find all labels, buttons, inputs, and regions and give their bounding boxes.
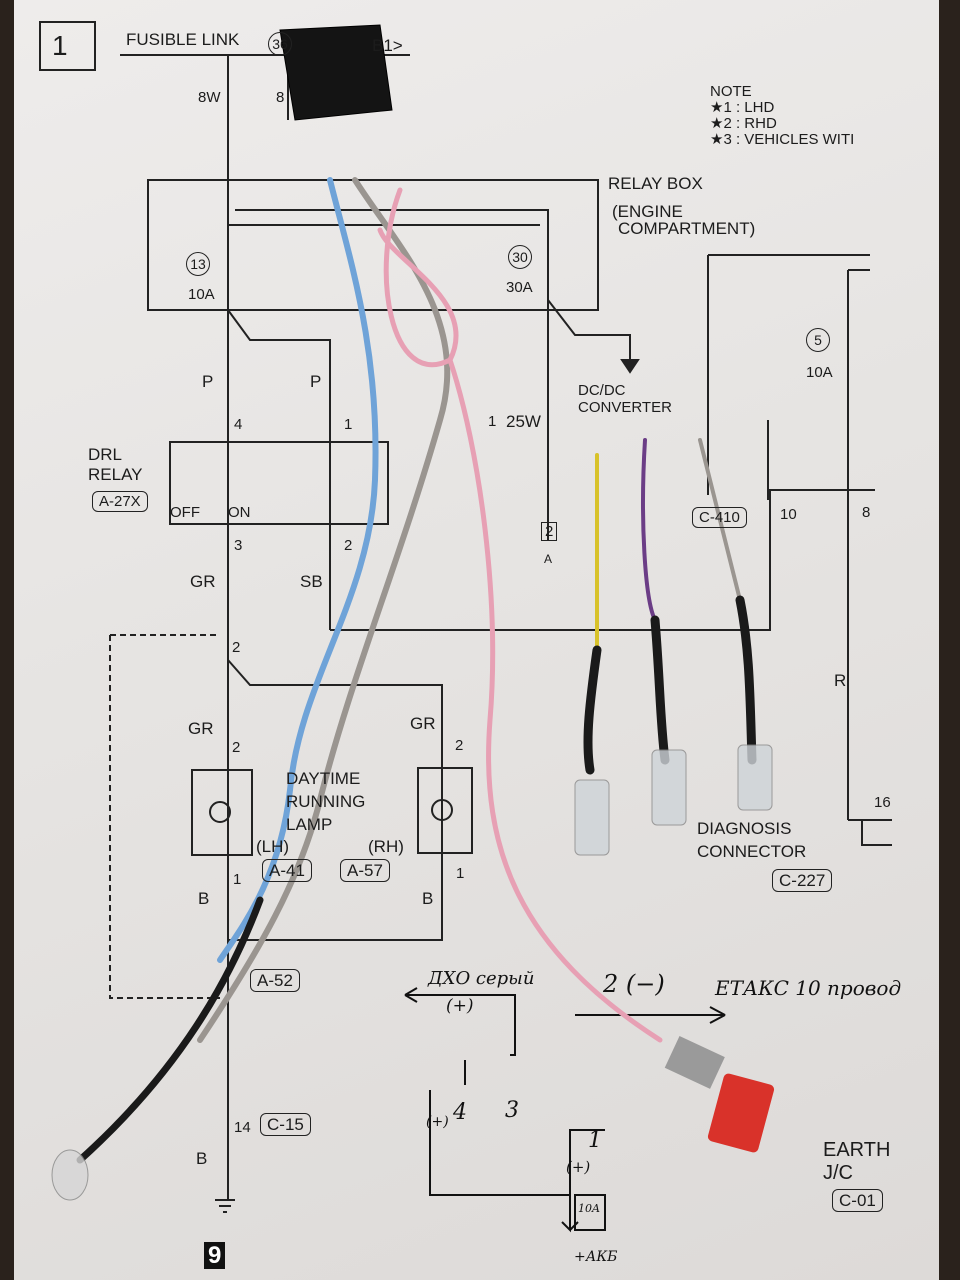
connector-a: A — [544, 552, 553, 566]
off-label: OFF — [170, 504, 200, 521]
handwritten-fuse-10a: 10A — [578, 1202, 600, 1215]
connector-a-number: 2 — [541, 522, 558, 541]
ring-terminal — [51, 1149, 89, 1201]
wire-gr: GR — [188, 719, 214, 738]
wire-p: P — [202, 372, 214, 391]
handwritten-etacs: ЕТАКС 10 провод — [715, 976, 902, 1000]
handwritten-plus: (+) — [446, 996, 474, 1016]
wire-8w: 8W — [198, 89, 221, 106]
fuse-5-rating: 10A — [806, 364, 833, 381]
relay-box-title: RELAY BOX — [608, 174, 703, 193]
handwritten-battery: +АКБ — [574, 1249, 618, 1265]
grey-wire — [197, 177, 451, 1043]
handwritten-pin-1: 1 — [588, 1128, 602, 1153]
note-title: NOTE — [710, 83, 752, 100]
pin-1: 1 — [456, 865, 465, 882]
ref-tail: B1> — [372, 36, 403, 55]
connector-c15: C-15 — [260, 1113, 311, 1136]
pin-8: 8 — [862, 504, 871, 521]
drl-lamp-title: DAYTIME — [286, 769, 361, 788]
note-item: ★2 : RHD — [710, 115, 777, 132]
relay-box-sub2: COMPARTMENT) — [618, 219, 756, 238]
lh-label: (LH) — [256, 837, 290, 856]
fusible-link-label: FUSIBLE LINK — [126, 30, 240, 49]
wire-sb: SB — [300, 572, 323, 591]
wire-25w: 25W — [506, 412, 541, 431]
lh-code: A-41 — [262, 859, 312, 882]
blade-fuse-icon — [707, 1073, 775, 1153]
pin-2: 2 — [232, 639, 241, 656]
handwritten-pin-3: 3 — [505, 1098, 519, 1123]
wire-b: B — [198, 889, 210, 908]
drl-lamp-title: LAMP — [286, 815, 333, 834]
dcdc-label: CONVERTER — [578, 399, 672, 416]
wire-r: R — [834, 671, 847, 690]
pink-wire — [377, 187, 663, 1043]
handwritten-plus: (+) — [426, 1114, 449, 1130]
spade-connector — [574, 779, 610, 856]
fuse-13-rating: 10A — [188, 286, 215, 303]
purple-wire — [641, 438, 657, 622]
note-item: ★1 : LHD — [710, 99, 775, 116]
pin-2: 2 — [344, 537, 353, 554]
drl-relay-label: DRL — [88, 445, 123, 464]
earth-label: EARTH — [823, 1139, 891, 1161]
pin-16: 16 — [874, 794, 891, 811]
handwritten-drl-grey: ДХО серый — [428, 968, 535, 989]
fuse-13: 13 — [186, 252, 210, 276]
earth-label: J/C — [823, 1162, 853, 1184]
wire-gr: GR — [190, 572, 216, 591]
pin-14: 14 — [234, 1119, 251, 1136]
fuse-30-rating: 30A — [506, 279, 533, 296]
rh-label: (RH) — [368, 837, 404, 856]
fusible-link-number: 36 — [268, 32, 292, 56]
fuse-30: 30 — [508, 245, 532, 269]
wire-p: P — [310, 372, 322, 391]
wire-8: 8 — [276, 89, 285, 106]
black-ground-wire — [76, 896, 264, 1164]
relay-body — [279, 24, 393, 121]
grey-small-wire — [698, 438, 742, 602]
drl-relay-code: A-27X — [92, 491, 148, 512]
rh-code: A-57 — [340, 859, 390, 882]
pin-4: 4 — [234, 416, 243, 433]
pin-3: 3 — [234, 537, 243, 554]
wire-b: B — [422, 889, 434, 908]
spade-connector — [651, 749, 687, 826]
pin-2: 2 — [455, 737, 464, 754]
pin-1: 1 — [233, 871, 242, 888]
wire-b: B — [196, 1149, 208, 1168]
earth-code: C-01 — [832, 1189, 883, 1212]
diagnosis-label: DIAGNOSIS — [697, 819, 792, 838]
relay-box-sub1: (ENGINE — [612, 202, 683, 221]
connector-c410: C-410 — [692, 507, 747, 528]
pin-1: 1 — [344, 416, 353, 433]
on-label: ON — [228, 504, 251, 521]
dcdc-label: DC/DC — [578, 382, 626, 399]
diagnosis-label: CONNECTOR — [697, 842, 807, 861]
handwritten-plus: (+) — [566, 1158, 591, 1176]
pin-10: 10 — [780, 506, 797, 523]
note-item: ★3 : VEHICLES WITI — [710, 131, 855, 148]
pin-1: 1 — [488, 413, 497, 430]
page-marker: 9 — [204, 1242, 226, 1269]
handwritten-pin-4: 4 — [453, 1100, 467, 1125]
page-number: 1 — [52, 30, 68, 61]
fuse-5: 5 — [806, 328, 830, 352]
drl-lamp-title: RUNNING — [286, 792, 366, 811]
blue-wire — [217, 177, 379, 963]
handwritten-minus-2: 2 (−) — [603, 970, 665, 998]
connector-a52: A-52 — [250, 969, 300, 992]
drl-relay-label: RELAY — [88, 465, 143, 484]
diagnosis-code: C-227 — [772, 869, 833, 892]
pin-2: 2 — [232, 739, 241, 756]
wire-gr: GR — [410, 714, 436, 733]
spade-connector — [737, 744, 773, 811]
